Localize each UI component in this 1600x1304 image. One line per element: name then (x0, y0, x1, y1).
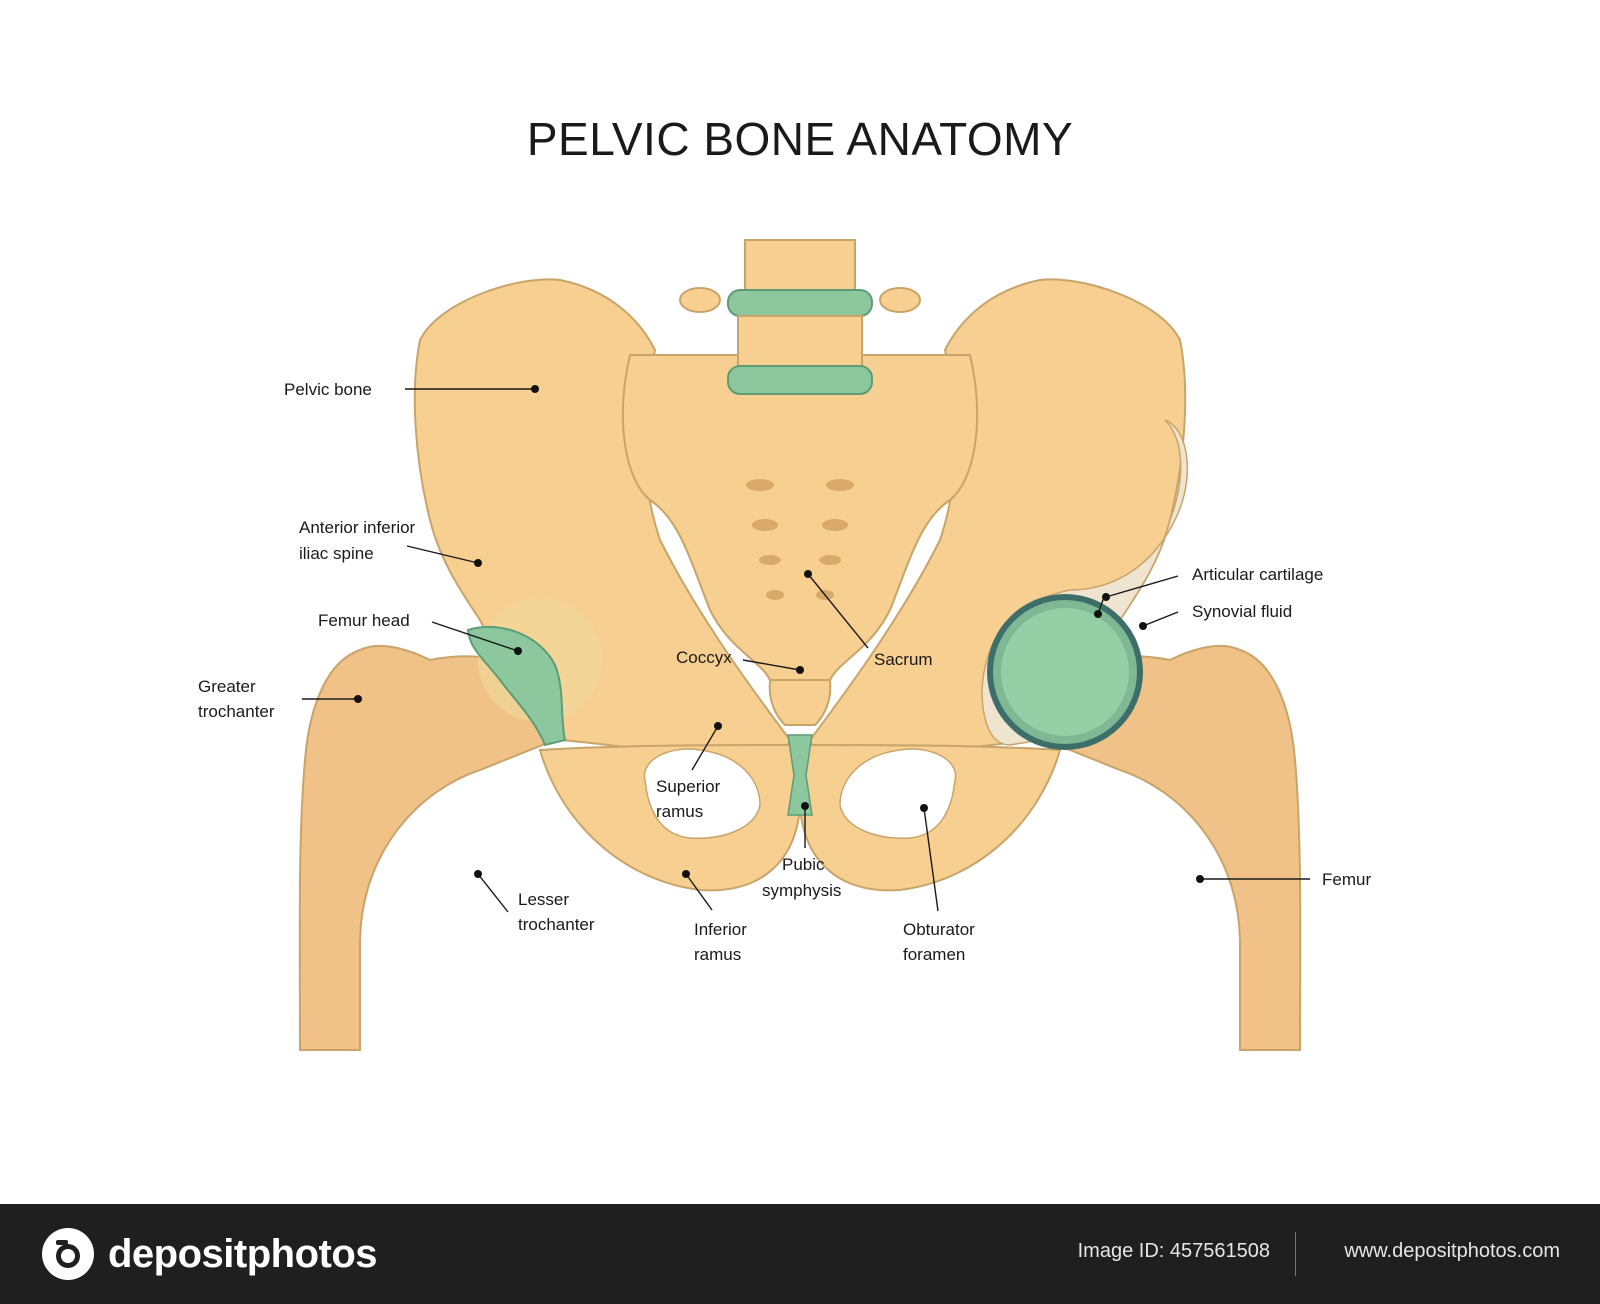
pubic-symphysis-shape (787, 734, 813, 816)
label-femur-head: Femur head (318, 611, 410, 630)
left-obturator-foramen (643, 748, 761, 839)
intervertebral-disc-2 (727, 365, 873, 395)
right-obturator-foramen (839, 748, 957, 839)
label-superior-ramus-2: ramus (656, 802, 703, 821)
label-greater-troch-2: trochanter (198, 702, 275, 721)
label-pelvic-bone: Pelvic bone (284, 380, 372, 399)
vertebra-upper (744, 239, 856, 291)
footer-divider (1295, 1232, 1296, 1276)
label-obturator-1: Obturator (903, 920, 975, 939)
label-ant-inf-iliac-2: iliac spine (299, 544, 374, 563)
right-femur-head (1001, 608, 1129, 736)
label-inferior-ramus-1: Inferior (694, 920, 747, 939)
label-synovial-fluid: Synovial fluid (1192, 602, 1292, 621)
footer-bar: depositphotos Image ID: 457561508 www.de… (0, 1204, 1600, 1304)
label-greater-troch-1: Greater (198, 677, 256, 696)
label-articular-cartilage: Articular cartilage (1192, 565, 1323, 584)
label-coccyx: Coccyx (676, 648, 732, 667)
intervertebral-disc-1 (727, 289, 873, 317)
brand-logo[interactable]: depositphotos (40, 1226, 378, 1282)
label-lesser-troch-2: trochanter (518, 915, 595, 934)
label-lesser-troch-1: Lesser (518, 890, 569, 909)
vertebra-lower (737, 315, 863, 369)
label-ant-inf-iliac-1: Anterior inferior (299, 518, 416, 537)
label-obturator-2: foramen (903, 945, 965, 964)
label-superior-ramus-1: Superior (656, 777, 721, 796)
left-femur (298, 644, 556, 1051)
coccyx-shape (768, 679, 832, 726)
label-pubic-symphysis-1: Pubic (782, 855, 825, 874)
brand-name: depositphotos (108, 1231, 378, 1276)
label-femur: Femur (1322, 870, 1371, 889)
pelvis-diagram: Pelvic bone Anterior inferior iliac spin… (198, 239, 1371, 1051)
label-pubic-symphysis-2: symphysis (762, 881, 841, 900)
page-title: PELVIC BONE ANATOMY (526, 113, 1074, 165)
right-femur (1044, 644, 1302, 1051)
image-id: Image ID: 457561508 (1077, 1240, 1270, 1262)
label-inferior-ramus-2: ramus (694, 945, 741, 964)
camera-icon (42, 1228, 94, 1280)
site-url[interactable]: www.depositphotos.com (1344, 1240, 1560, 1262)
left-femur-head-cartilage (466, 625, 567, 747)
label-sacrum: Sacrum (874, 650, 933, 669)
